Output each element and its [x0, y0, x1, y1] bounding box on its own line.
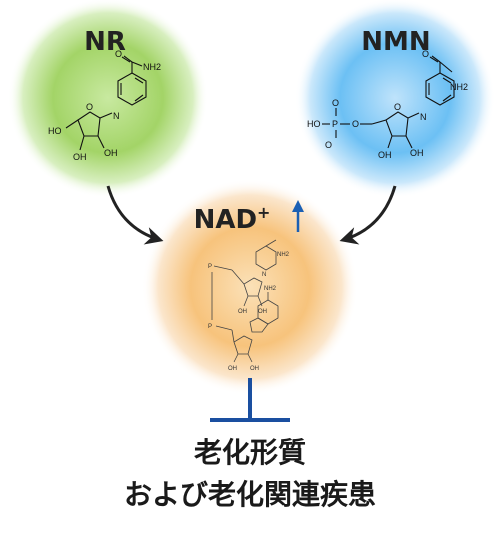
- nmn-atom-p: P: [332, 119, 338, 129]
- nad-label: NAD+: [194, 203, 271, 235]
- nad-node: NAD+ NH2 N OH OH P P: [142, 179, 358, 395]
- up-arrow-icon: [292, 200, 304, 232]
- nad-atom-p1: P: [208, 264, 212, 270]
- nad-atom-oh-c: OH: [228, 366, 237, 372]
- nad-structure: NH2 N OH OH P P NH2 OH OH: [208, 239, 290, 372]
- nr-circle: [8, 0, 208, 198]
- nmn-atom-n: N: [420, 112, 427, 122]
- nmn-to-nad-arrow: [339, 185, 397, 245]
- outcome-line2: および老化関連疾患: [124, 478, 376, 511]
- nmn-atom-o-ring: O: [394, 102, 401, 112]
- nmn-atom-oh1: OH: [378, 150, 392, 160]
- nr-label: NR: [84, 27, 126, 57]
- nr-atom-o: O: [115, 49, 122, 59]
- nad-atom-oh-b: OH: [258, 309, 267, 315]
- nmn-atom-o-top: O: [332, 98, 339, 108]
- nmn-atom-ho: HO: [307, 119, 321, 129]
- outcome-line1: 老化形質: [194, 436, 306, 469]
- nmn-atom-o: O: [422, 49, 429, 59]
- nad-atom-nh2-bottom: NH2: [264, 286, 277, 292]
- nmn-atom-oh2: OH: [410, 148, 424, 158]
- nad-circle: [142, 179, 358, 395]
- nad-atom-nh2-top: NH2: [277, 252, 290, 258]
- nmn-atom-nh2: NH2: [450, 82, 468, 92]
- nmn-circle: [295, 0, 495, 198]
- nr-atom-oh2: OH: [104, 148, 118, 158]
- nad-label-main: NAD: [194, 205, 257, 235]
- nr-atom-oh1: OH: [73, 152, 87, 162]
- nr-structure: O NH2 N O HO OH OH: [48, 49, 161, 162]
- nad-label-sup: +: [257, 203, 270, 222]
- nmn-atom-o-bridge: O: [352, 119, 359, 129]
- nr-to-nad-arrow: [106, 185, 164, 245]
- nmn-atom-o-bottom: O: [325, 140, 332, 150]
- nad-atom-oh-a: OH: [238, 309, 247, 315]
- inhibition-bar-icon: [210, 378, 290, 422]
- nr-atom-n: N: [113, 111, 120, 121]
- nr-atom-o-ring: O: [86, 102, 93, 112]
- nr-atom-ho: HO: [48, 126, 62, 136]
- nr-atom-nh2: NH2: [143, 62, 161, 72]
- nad-atom-p2: P: [208, 324, 212, 330]
- nmn-label: NMN: [361, 27, 430, 57]
- nad-atom-oh-d: OH: [250, 366, 259, 372]
- nmn-structure: O NH2 N O O P O O HO OH OH: [307, 49, 468, 160]
- nr-node: NR O NH2 N O HO OH OH: [8, 0, 208, 198]
- nmn-node: NMN O NH2 N O O P O O: [295, 0, 495, 198]
- nad-atom-n-top: N: [262, 272, 266, 278]
